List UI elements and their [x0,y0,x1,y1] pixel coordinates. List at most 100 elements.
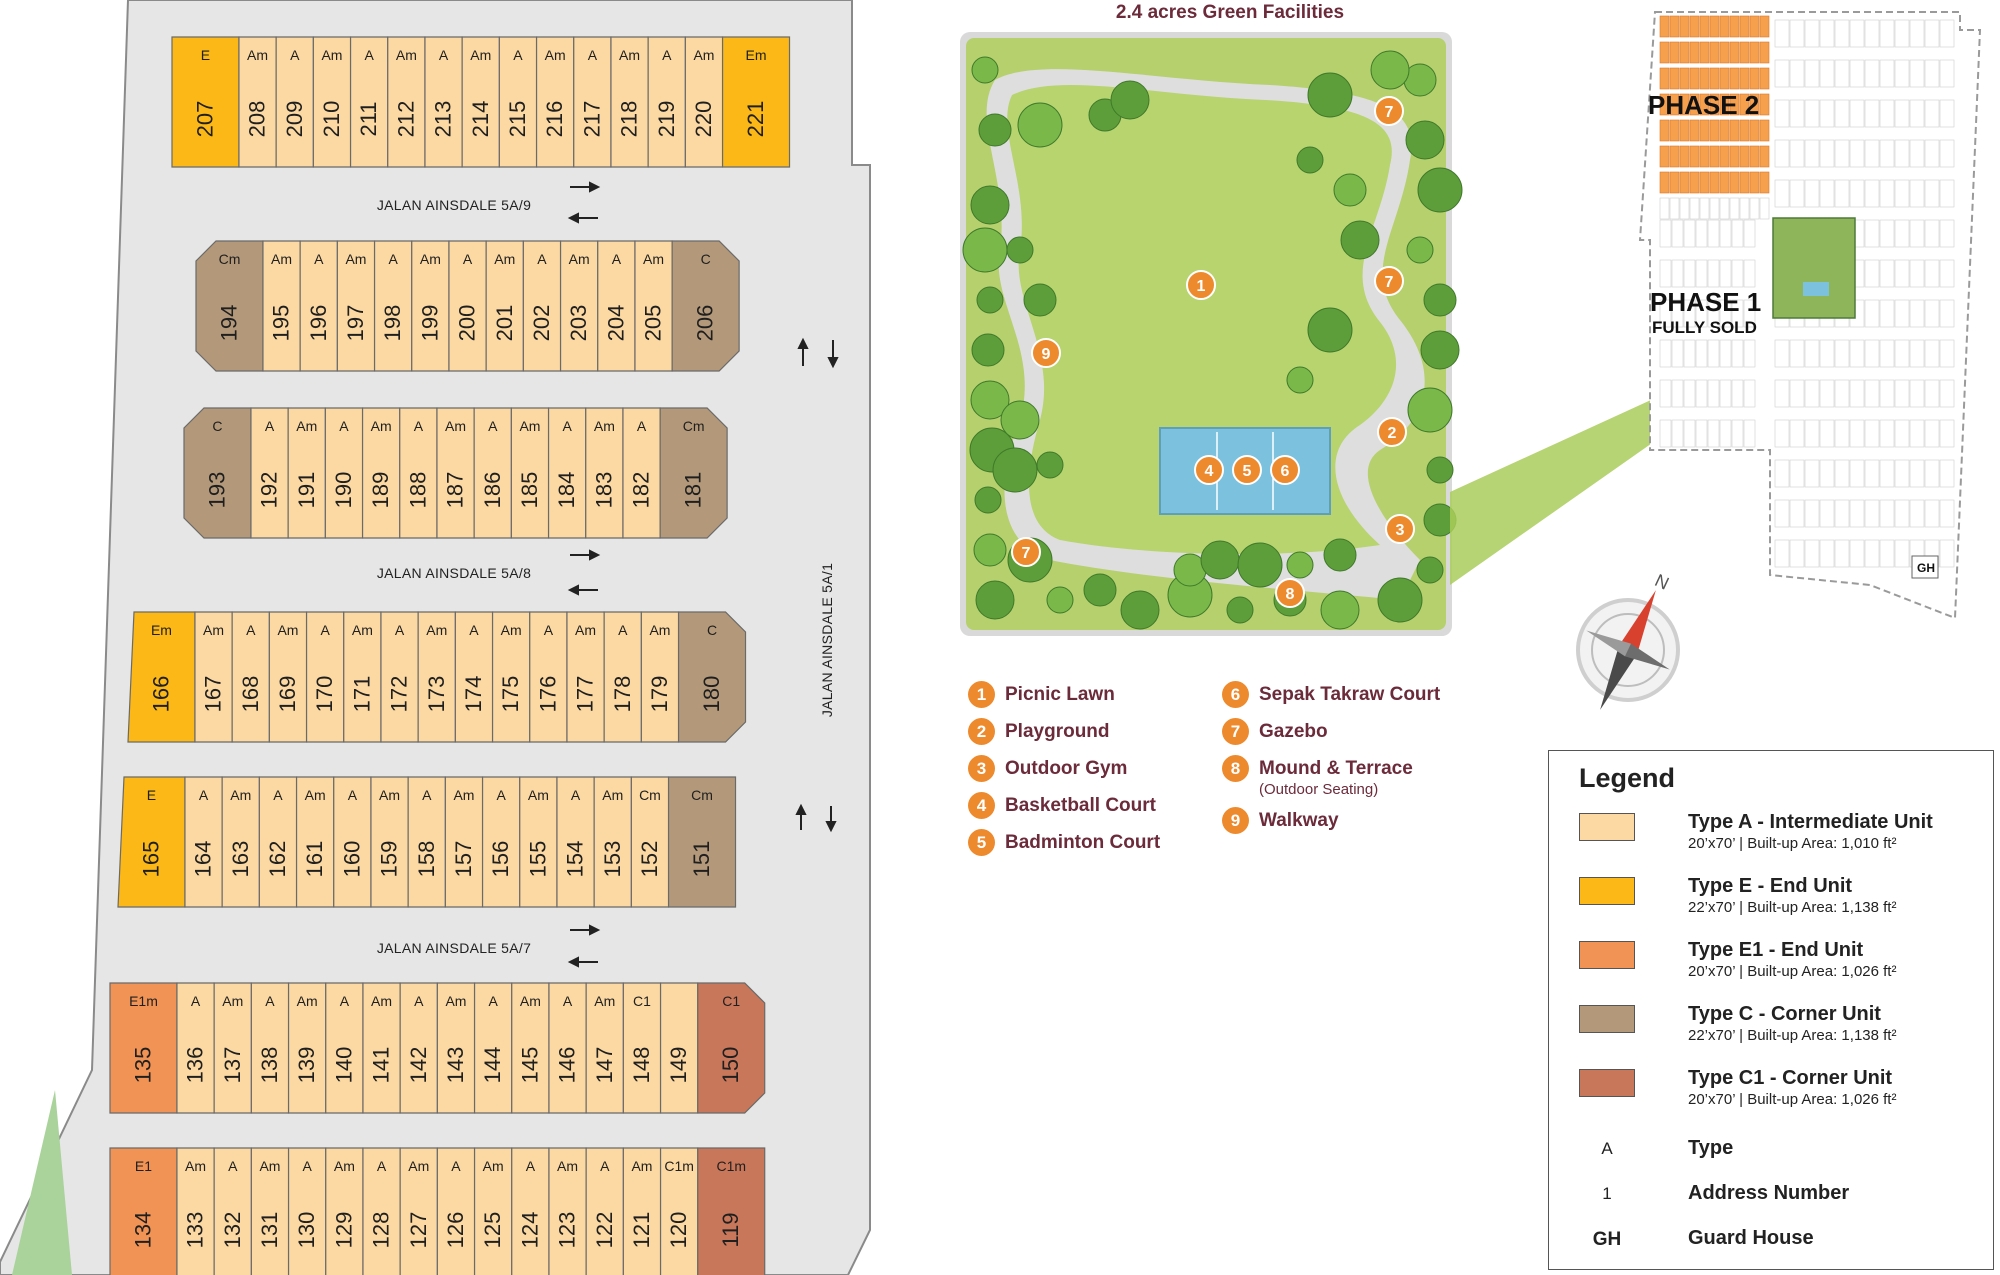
master-plan-lot [1709,93,1720,116]
unit-address-number: 165 [138,841,163,878]
unit-address-number: 172 [387,676,412,713]
unit-type-label: Am [379,787,400,803]
master-plan-lot [1731,339,1744,368]
unit-address-number: 154 [563,841,588,878]
park-marker-number: 7 [1022,545,1031,562]
legend-key-label: Type [1688,1137,1734,1159]
unit-address-number: 190 [331,472,356,509]
unit-address-number: 142 [406,1047,431,1084]
master-plan-lot [1709,15,1720,38]
master-plan-lot [1849,499,1865,528]
unit-type-label: C [707,622,717,638]
master-plan-lot [1924,259,1940,288]
master-plan-lot [1789,539,1805,568]
master-plan-lot [1759,145,1770,168]
master-plan-lot [1924,459,1940,488]
master-plan-lot [1864,339,1880,368]
facility-name: Mound & Terrace(Outdoor Seating) [1259,758,1413,798]
facility-number-badge: 5 [968,829,995,856]
master-plan-lot [1879,419,1895,448]
unit-type-label: Am [352,622,373,638]
master-plan-lot [1894,219,1910,248]
master-plan-lot [1804,499,1820,528]
unit-plot [287,1147,327,1275]
park-marker [1270,455,1300,485]
unit-address-number: 157 [451,841,476,878]
master-plan-lot [1739,171,1750,194]
unit-address-number: 215 [505,101,530,138]
master-plan-lot [1909,339,1925,368]
master-plan-lot [1659,379,1672,408]
unit-address-number: 184 [554,472,579,509]
unit-type-label: A [496,787,506,803]
unit-block-row: E1m135A136Am137A138Am139A140Am141A142Am1… [109,982,766,1114]
master-plan-lot [1699,119,1710,142]
tree [1083,573,1117,607]
master-plan-lot [1719,419,1732,448]
legend-key-label: Guard House [1688,1227,1814,1249]
master-plan-lot [1864,19,1880,48]
facility-name: Walkway [1259,810,1339,831]
master-plan-lot [1789,19,1805,48]
master-plan-lot [1699,171,1710,194]
unit-type-label: Em [746,47,767,63]
unit-block-row: E1134Am133A132Am131A130Am129A128Am127A12… [109,1147,766,1275]
unit-address-number: 151 [689,841,714,878]
unit-type-label: A [290,47,300,63]
unit-address-number: 121 [629,1212,654,1249]
master-plan-lot [1669,41,1680,64]
master-plan-lot [1834,19,1850,48]
master-plan-lot [1804,19,1820,48]
master-plan-lot [1879,339,1895,368]
unit-type-label: Am [453,787,474,803]
unit-address-number: 183 [591,472,616,509]
unit-block-row: E165A164Am163A162Am161A160Am159A158Am157… [117,776,737,908]
unit-address-number: 208 [245,101,270,138]
unit-address-number: 209 [282,101,307,138]
unit-type-label: Am [445,993,466,1009]
phase1-park-thumbnail [1772,217,1856,319]
master-plan-lot [1849,59,1865,88]
unit-address-number: 194 [216,305,241,342]
master-plan-lot [1909,459,1925,488]
master-plan-lot [1849,539,1865,568]
master-plan-lot [1924,99,1940,128]
master-plan-lot [1939,339,1955,368]
master-plan-lot [1689,41,1700,64]
master-plan-lot [1789,99,1805,128]
unit-address-number: 216 [542,101,567,138]
facilities-title: 2.4 acres Green Facilities [1115,2,1345,23]
master-plan-lot [1683,219,1696,248]
arrowhead [825,821,837,833]
master-plan-lot [1924,299,1940,328]
master-plan-lot [1849,139,1865,168]
master-plan-lot [1683,339,1696,368]
master-plan-lot [1731,419,1744,448]
tree [1237,542,1283,588]
legend-type-desc: 20’x70’ | Built-up Area: 1,010 ft² [1688,835,1897,852]
legend-swatch [1579,877,1635,905]
unit-type-label: Am [643,251,664,267]
unit-type-label: A [488,993,498,1009]
master-plan-lot [1834,59,1850,88]
unit-type-label: Am [693,47,714,63]
unit-type-label: Am [426,622,447,638]
master-plan-lot [1834,539,1850,568]
legend-type-name: Type E1 - End Unit [1688,939,1864,961]
unit-address-number: 217 [579,101,604,138]
unit-address-number: 175 [498,676,523,713]
master-plan-lot [1683,259,1696,288]
park-marker-number: 3 [1396,522,1405,539]
unit-type-label: A [414,993,424,1009]
park-marker [1275,578,1305,608]
unit-type-label: Am [594,418,615,434]
unit-address-number: 221 [743,101,768,138]
master-plan-lot [1719,171,1730,194]
master-plan-lot [1864,499,1880,528]
tree [1377,577,1423,623]
park-marker-number: 9 [1042,346,1051,363]
unit-address-number: 192 [257,472,282,509]
